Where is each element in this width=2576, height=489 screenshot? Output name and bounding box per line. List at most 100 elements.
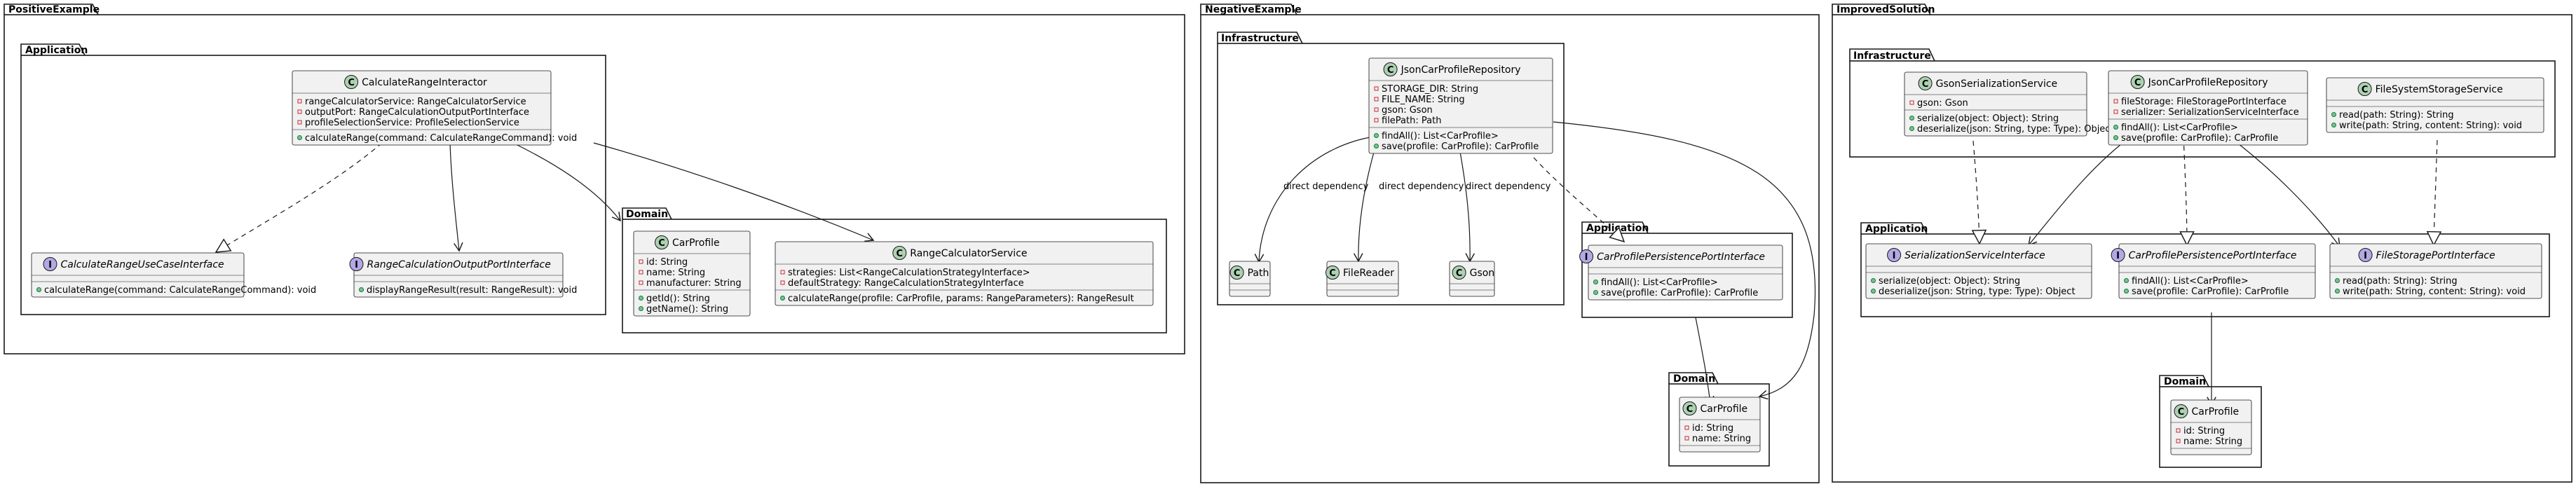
class-method: save(profile: CarProfile): CarProfile bbox=[1601, 288, 1758, 298]
public-marker-icon bbox=[1593, 280, 1598, 284]
stereotype-letter: C bbox=[2362, 85, 2369, 95]
stereotype-letter: I bbox=[48, 260, 52, 270]
private-marker-icon bbox=[1909, 100, 1914, 105]
package-title: Application bbox=[1586, 223, 1649, 234]
class-method: read(path: String): String bbox=[2339, 110, 2454, 120]
class-icon bbox=[1452, 266, 1466, 280]
class-method: findAll(): List<CarProfile> bbox=[1601, 277, 1718, 288]
stereotype-letter: C bbox=[2178, 407, 2185, 418]
stereotype-letter: C bbox=[348, 78, 355, 88]
class-icon bbox=[2174, 404, 2188, 418]
association-edge bbox=[593, 142, 875, 242]
interface-icon bbox=[43, 257, 57, 271]
package-title: Application bbox=[25, 45, 88, 56]
class-name: CarProfilePersistencePortInterface bbox=[2129, 250, 2297, 261]
stereotype-letter: C bbox=[1387, 65, 1394, 76]
class-name: CarProfile bbox=[2192, 406, 2240, 418]
association-edge bbox=[2028, 135, 2132, 247]
class-icon bbox=[1326, 266, 1340, 280]
stereotype-letter: C bbox=[1329, 268, 1336, 279]
class-file-storage-port-interface: I FileStoragePortInterface read(path: Stri… bbox=[2329, 243, 2542, 299]
edges-negative bbox=[1254, 121, 1815, 406]
association-edge bbox=[449, 142, 463, 252]
public-marker-icon bbox=[2113, 135, 2118, 140]
package-title: ImprovedSolution bbox=[1836, 4, 1935, 15]
class-name: FileStoragePortInterface bbox=[2376, 250, 2495, 261]
class-method: getId(): String bbox=[646, 294, 710, 304]
package-title: NegativeExample bbox=[1205, 4, 1302, 15]
class-method: write(path: String, content: String): vo… bbox=[2339, 120, 2522, 131]
association-edge bbox=[2228, 136, 2340, 248]
dependency-edge bbox=[1254, 136, 1375, 263]
private-marker-icon bbox=[297, 109, 302, 114]
interface-icon bbox=[1579, 249, 1594, 263]
stereotype-letter: C bbox=[658, 238, 665, 249]
stereotype-letter: I bbox=[2364, 251, 2367, 261]
class-icon bbox=[1918, 76, 1933, 90]
private-marker-icon bbox=[1374, 86, 1379, 91]
stereotype-letter: C bbox=[1234, 268, 1241, 279]
stereotype-letter: C bbox=[1922, 79, 1929, 90]
class-icon bbox=[1383, 62, 1398, 76]
class-field: gson: Gson bbox=[1382, 105, 1433, 116]
class-method: serialize(object: Object): String bbox=[1879, 276, 2020, 287]
association-edge bbox=[1553, 121, 1815, 400]
association-edge bbox=[1695, 317, 1715, 406]
class-name: CarProfile bbox=[1701, 404, 1748, 415]
class-method: deserialize(json: String, type: Type): O… bbox=[1879, 287, 2076, 297]
dependency-edge bbox=[1457, 139, 1476, 263]
class-method: save(profile: CarProfile): CarProfile bbox=[2121, 133, 2278, 144]
class-name: FileSystemStorageService bbox=[2376, 84, 2503, 95]
class-name: JsonCarProfileRepository bbox=[2148, 77, 2268, 88]
class-method: calculateRange(command: CalculateRangeCo… bbox=[305, 133, 577, 144]
class-field: STORAGE_DIR: String bbox=[1382, 84, 1478, 95]
class-name: Path bbox=[1248, 268, 1269, 279]
private-marker-icon bbox=[780, 270, 785, 275]
public-marker-icon bbox=[780, 296, 785, 301]
class-name: FileReader bbox=[1343, 268, 1394, 279]
class-method: read(path: String): String bbox=[2343, 276, 2458, 287]
class-field: FILE_NAME: String bbox=[1382, 95, 1465, 105]
public-marker-icon bbox=[2113, 125, 2118, 130]
private-marker-icon bbox=[2176, 439, 2181, 443]
private-marker-icon bbox=[639, 259, 643, 264]
private-marker-icon bbox=[1374, 107, 1379, 112]
class-field: outputPort: RangeCalculationOutputPortIn… bbox=[305, 107, 529, 118]
private-marker-icon bbox=[2176, 428, 2181, 433]
private-marker-icon bbox=[1684, 425, 1689, 430]
class-method: getName(): String bbox=[646, 304, 728, 315]
public-marker-icon bbox=[1909, 126, 1914, 131]
class-method: displayRangeResult(result: RangeResult):… bbox=[367, 285, 577, 296]
stereotype-letter: C bbox=[1456, 268, 1463, 279]
class-name: CarProfile bbox=[672, 237, 720, 249]
class-method: save(profile: CarProfile): CarProfile bbox=[2132, 287, 2289, 297]
class-name: JsonCarProfileRepository bbox=[1401, 64, 1521, 76]
class-method: deserialize(json: String, type: Type): O… bbox=[1917, 124, 2114, 135]
edges-improved bbox=[1973, 135, 2437, 406]
class-path: C Path bbox=[1229, 261, 1271, 297]
public-marker-icon bbox=[2335, 278, 2340, 283]
class-method: write(path: String, content: String): vo… bbox=[2343, 287, 2526, 297]
class-file-system-storage-service: C FileSystemStorageService read(path: Stri… bbox=[2326, 77, 2544, 133]
class-field: strategies: List<RangeCalculationStrateg… bbox=[788, 268, 1030, 278]
class-name: CarProfilePersistencePortInterface bbox=[1597, 252, 1765, 263]
public-marker-icon bbox=[639, 306, 643, 311]
public-marker-icon bbox=[2124, 278, 2129, 283]
class-field: filePath: Path bbox=[1382, 116, 1441, 126]
public-marker-icon bbox=[2124, 289, 2129, 294]
class-method: findAll(): List<CarProfile> bbox=[2121, 123, 2238, 133]
class-name: GsonSerializationService bbox=[1936, 78, 2058, 90]
class-field: name: String bbox=[646, 268, 705, 278]
class-method: save(profile: CarProfile): CarProfile bbox=[1382, 142, 1539, 152]
interface-icon bbox=[2358, 248, 2373, 262]
public-marker-icon bbox=[359, 287, 364, 292]
